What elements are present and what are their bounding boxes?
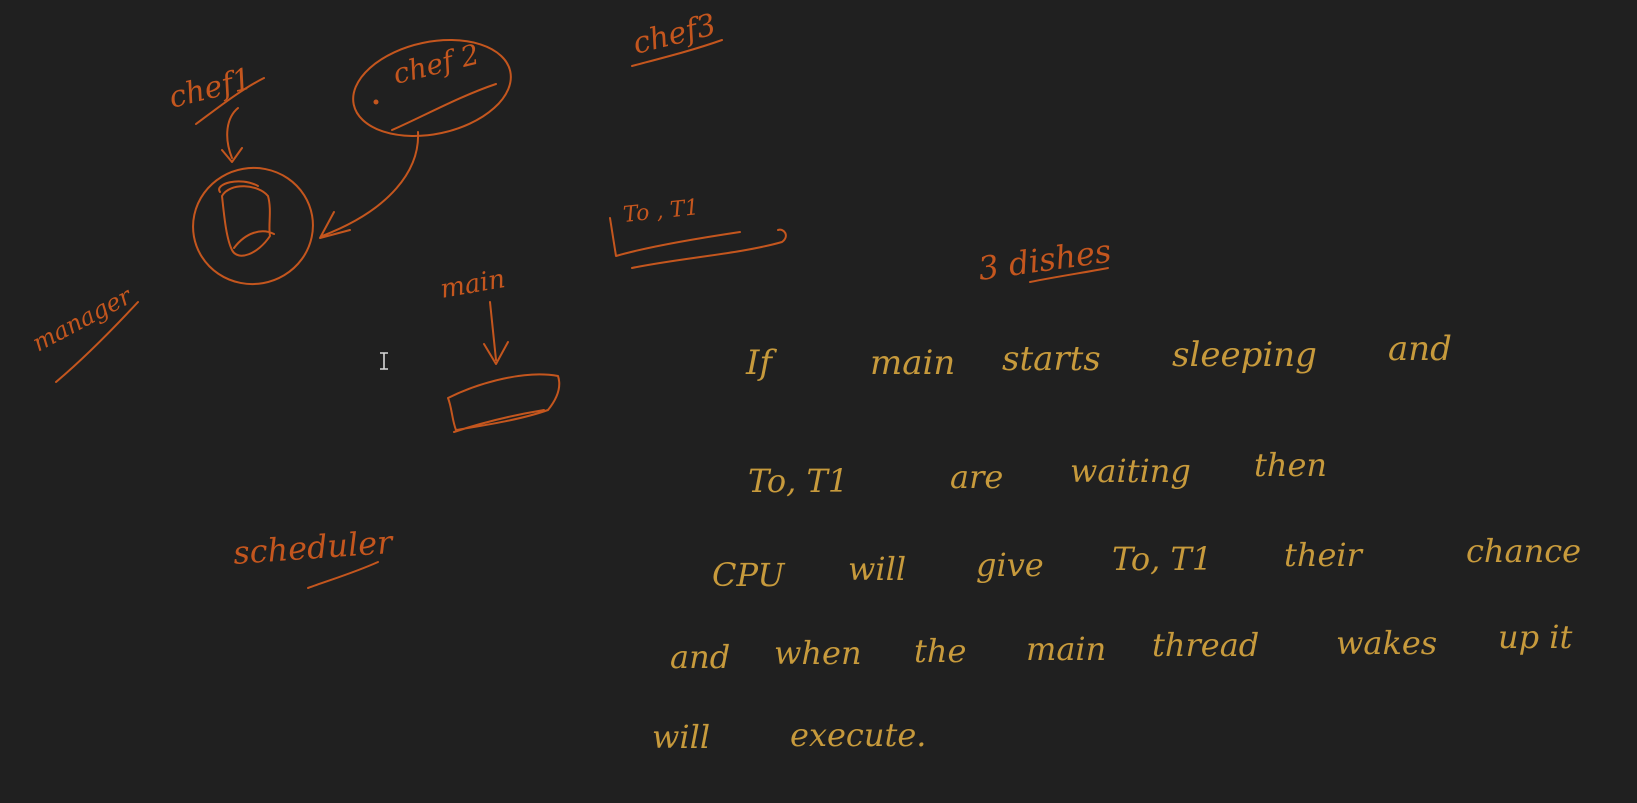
main-arrow [483,301,509,365]
chef2-label: chef 2 [390,38,483,91]
notes-group: If main starts sleeping and To, T1 are w… [652,329,1581,756]
note-word: when [774,634,862,672]
chef2-underline [391,83,497,131]
note-word: thread [1152,626,1259,664]
note-word: To, T1 [1112,540,1212,578]
chef2-circle [352,39,512,137]
dishes-underline [1029,267,1109,283]
note-word: chance [1466,532,1581,570]
chef1-arrow [221,107,243,163]
note-word: up it [1498,618,1573,656]
manager-underline [55,301,139,383]
main-label: main [438,264,507,305]
note-word: and [670,638,730,676]
note-word: then [1254,446,1327,484]
note-word: main [870,343,955,383]
threads-bracket [609,217,787,269]
chef3-underline [631,39,723,67]
text-cursor-icon [380,352,388,370]
note-word: main [1026,630,1106,668]
note-word: will [652,718,710,756]
note-word: give [976,546,1044,584]
chef1-pot [218,180,275,257]
note-word: CPU [712,556,785,594]
note-word: and [1388,329,1452,369]
note-word: starts [1002,339,1101,379]
note-word: waiting [1070,452,1191,490]
diagram-group: chef1 manager chef 2 chef3 To , T1 3 dis… [28,7,1113,589]
note-word: execute. [790,716,926,754]
note-word: are [950,458,1003,496]
note-word: their [1284,536,1364,574]
chef1-pot-circle [192,166,314,286]
chef1-underline [195,77,265,125]
note-word: To, T1 [748,462,848,500]
chef2-dot [373,99,379,105]
note-word: If [745,343,777,383]
chef1-label: chef1 [165,61,255,115]
note-word: wakes [1336,624,1437,662]
note-word: sleeping [1172,335,1317,375]
note-word: the [914,632,966,670]
scheduler-underline [307,561,379,589]
main-pan [447,373,561,433]
note-word: will [848,550,906,588]
chef2-arrow [319,131,420,239]
threads-label: To , T1 [622,195,700,228]
